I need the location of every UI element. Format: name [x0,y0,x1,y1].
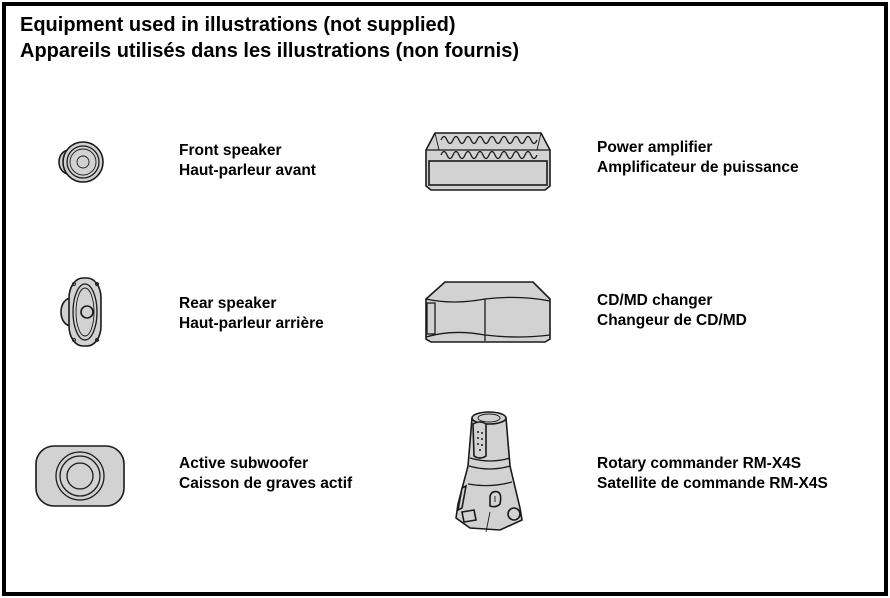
title-french: Appareils utilisés dans les illustration… [20,40,519,62]
item-label-power-amplifier: Power amplifier Amplificateur de puissan… [597,138,799,178]
label-french: Caisson de graves actif [179,475,353,492]
title-english: Equipment used in illustrations (not sup… [20,14,456,36]
label-english: Front speaker [179,142,282,159]
label-french: Haut-parleur arrière [179,315,324,332]
rear-speaker-icon [55,274,107,353]
label-english: Power amplifier [597,139,713,156]
cd-md-changer-icon [423,279,553,348]
item-label-rear-speaker: Rear speaker Haut-parleur arrière [179,294,324,334]
label-english: Rotary commander RM-X4S [597,455,802,472]
item-label-rotary-commander: Rotary commander RM-X4S Satellite de com… [597,454,828,494]
label-french: Satellite de commande RM-X4S [597,475,828,492]
label-french: Changeur de CD/MD [597,312,747,329]
item-label-active-subwoofer: Active subwoofer Caisson de graves actif [179,454,352,494]
front-speaker-icon [55,138,105,191]
label-french: Haut-parleur avant [179,162,316,179]
item-label-front-speaker: Front speaker Haut-parleur avant [179,141,316,181]
label-english: Rear speaker [179,295,277,312]
label-french: Amplificateur de puissance [597,159,799,176]
page-title: Equipment used in illustrations (not sup… [20,12,519,64]
item-label-cd-md-changer: CD/MD changer Changeur de CD/MD [597,291,747,331]
power-amplifier-icon [423,128,553,197]
label-english: Active subwoofer [179,455,309,472]
rotary-commander-icon [450,408,526,539]
active-subwoofer-icon [34,444,126,513]
label-english: CD/MD changer [597,292,713,309]
